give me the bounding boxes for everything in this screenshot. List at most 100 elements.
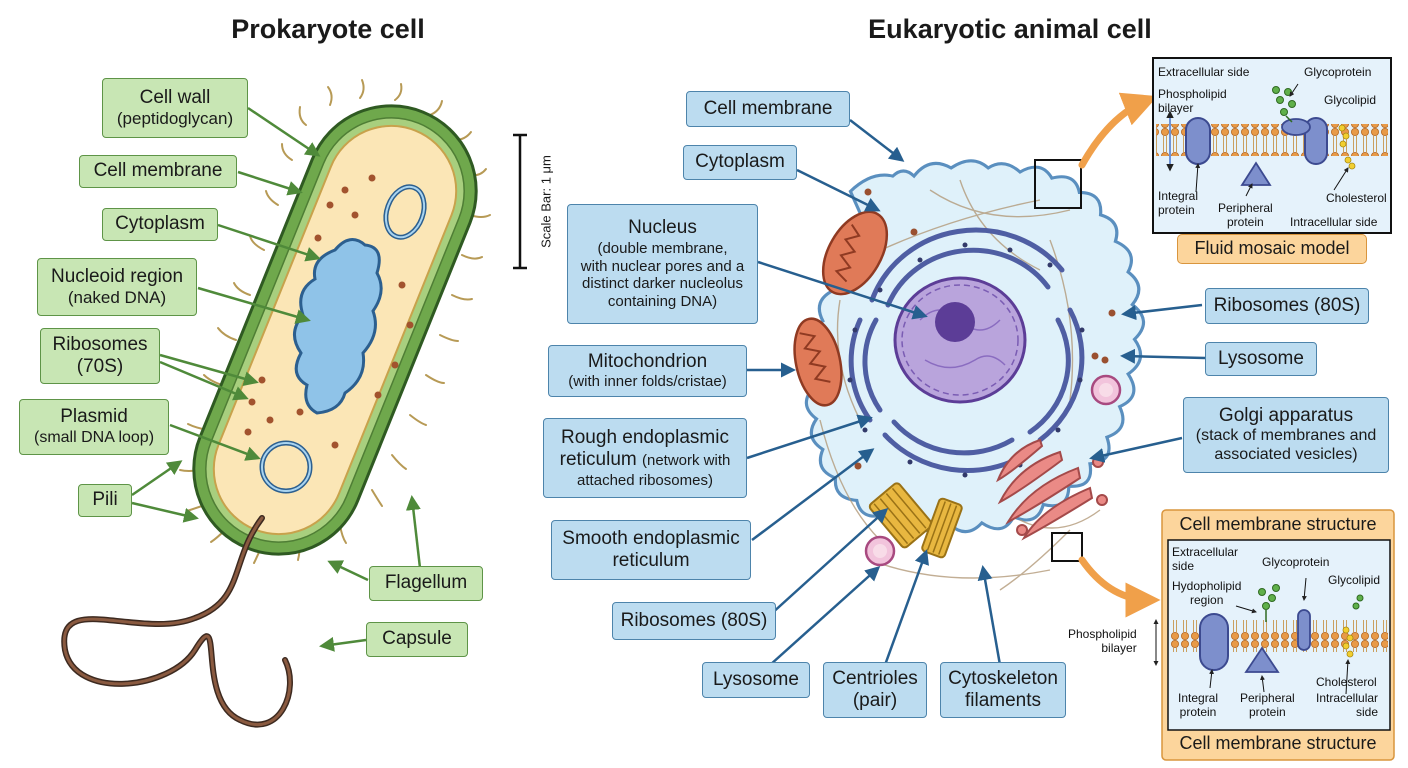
prokaryote-cell <box>61 79 491 728</box>
label-ribosomes-euk-left: Ribosomes (80S) <box>612 602 776 640</box>
label-lysosome-bottom: Lysosome <box>702 662 810 698</box>
label-nucleus-line4: distinct darker nucleolus <box>582 275 743 293</box>
label-rough-er: Rough endoplasmic reticulum (network wit… <box>543 418 747 498</box>
prokaryote-title: Prokaryote cell <box>231 14 425 44</box>
label-cell-wall-line2: (peptidoglycan) <box>116 109 234 129</box>
label-nucleus-line3: with nuclear pores and a <box>580 257 745 275</box>
label-cell-membrane-euk: Cell membrane <box>686 91 850 127</box>
inset-top-glycolipid: Glycolipid <box>1324 93 1377 107</box>
inset-top-phospholipid-line1: Phospholipid <box>1158 87 1227 101</box>
label-ribosomes-pro: Ribosomes (70S) <box>40 328 160 384</box>
prokaryote-arrows <box>131 106 422 652</box>
label-cytoplasm-euk: Cytoplasm <box>683 145 797 180</box>
label-nucleus-line2: (double membrane, <box>597 239 728 257</box>
label-mitochondrion-line2: (with inner folds/cristae) <box>568 373 727 391</box>
inset-top-graphic <box>1152 57 1392 234</box>
inset-top-phospholipid: Phospholipid bilayer <box>1158 87 1227 116</box>
inset-top-phospholipid-line2: bilayer <box>1158 100 1194 115</box>
label-cell-membrane-pro: Cell membrane <box>79 155 237 188</box>
inset-bottom-phospholipid-line2: bilayer <box>1101 640 1137 655</box>
centrioles <box>868 482 963 559</box>
inset-bottom-cholesterol: Cholesterol <box>1316 675 1377 689</box>
inset-bottom-hydro-line1: Hydopholipid <box>1172 579 1242 593</box>
mitochondrion-1 <box>821 210 889 296</box>
label-rough-er-line3: attached ribosomes) <box>577 471 713 489</box>
label-rough-er-line1: Rough endoplasmic <box>561 426 729 448</box>
inset-bottom-caption: Cell membrane structure <box>1179 733 1377 754</box>
label-centrioles: Centrioles (pair) <box>823 662 927 718</box>
inset-bottom-integral-line1: Integral <box>1178 691 1219 705</box>
golgi <box>996 438 1108 541</box>
inset-bottom-extracellular-line1: Extracellular <box>1172 545 1239 559</box>
label-golgi: Golgi apparatus (stack of membranes and … <box>1183 397 1389 473</box>
label-cytoskeleton-line2: filaments <box>964 690 1042 711</box>
label-smooth-er-line2: reticulum <box>612 550 690 571</box>
inset-top-integral: Integral protein <box>1158 189 1199 218</box>
inset-bottom-peripheral-line1: Peripheral <box>1240 691 1295 705</box>
inset-bottom-integral: Integral protein <box>1178 691 1219 720</box>
inset-bottom-phospholipid-line1: Phospholipid <box>1068 627 1137 641</box>
inset-top-intracellular: Intracellular side <box>1290 215 1378 229</box>
label-plasmid: Plasmid (small DNA loop) <box>19 399 169 455</box>
inset-top-peripheral-line2: protein <box>1227 214 1264 229</box>
label-golgi-line1: Golgi apparatus <box>1218 404 1354 426</box>
inset-bottom-peripheral-line2: protein <box>1249 704 1286 719</box>
label-nucleus: Nucleus (double membrane, with nuclear p… <box>567 204 758 324</box>
inset-bottom-glycoprotein: Glycoprotein <box>1262 555 1330 569</box>
label-rough-er-line2a: reticulum <box>559 449 637 471</box>
inset-bottom-hydro-line2: region <box>1190 592 1224 607</box>
label-rough-er-line2b: (network with <box>642 452 731 470</box>
inset-bottom-hydro: Hydopholipid region <box>1172 579 1242 608</box>
label-golgi-line2: (stack of membranes and <box>1195 427 1377 445</box>
eukaryote-title: Eukaryotic animal cell <box>868 14 1152 44</box>
label-mitochondrion-line1: Mitochondrion <box>587 350 708 372</box>
label-nucleus-line5: containing DNA) <box>607 292 718 310</box>
label-smooth-er-line1: Smooth endoplasmic <box>562 527 740 549</box>
inset-top-integral-line2: protein <box>1158 202 1195 217</box>
label-plasmid-line2: (small DNA loop) <box>33 428 155 446</box>
inset-top-extracellular: Extracellular side <box>1158 65 1250 79</box>
label-golgi-line3: associated vesicles) <box>1214 446 1358 464</box>
inset-top-caption: Fluid mosaic model <box>1177 234 1367 264</box>
inset-top-integral-line1: Integral <box>1158 189 1199 203</box>
label-centrioles-line1: Centrioles <box>832 667 918 689</box>
label-ribosomes-euk-right: Ribosomes (80S) <box>1205 288 1369 324</box>
inset-bottom-integral-line2: protein <box>1179 704 1217 719</box>
inset-bottom-peripheral: Peripheral protein <box>1240 691 1295 720</box>
label-smooth-er: Smooth endoplasmic reticulum <box>551 520 751 580</box>
label-nucleoid-line1: Nucleoid region <box>50 265 184 287</box>
label-nucleoid-line2: (naked DNA) <box>67 288 167 308</box>
scale-bar-label: Scale Bar: 1 μm <box>538 155 554 248</box>
inset-top-peripheral: Peripheral protein <box>1218 201 1273 230</box>
scale-bar <box>513 133 527 270</box>
label-cell-wall-line1: Cell wall <box>139 86 211 108</box>
label-ribosomes-pro-line2: (70S) <box>76 356 124 377</box>
label-pili: Pili <box>78 484 132 517</box>
inset-bottom-graphic <box>1153 509 1395 761</box>
label-lysosome-right: Lysosome <box>1205 342 1317 376</box>
inset-bottom-glycolipid: Glycolipid <box>1328 573 1381 587</box>
inset-top-peripheral-line1: Peripheral <box>1218 201 1273 215</box>
label-nucleus-line1: Nucleus <box>628 217 697 239</box>
inset-bottom-header: Cell membrane structure <box>1179 514 1377 535</box>
eukaryotic-cell <box>793 159 1146 591</box>
label-flagellum: Flagellum <box>369 566 483 601</box>
label-ribosomes-pro-line1: Ribosomes <box>52 333 148 355</box>
label-capsule: Capsule <box>366 622 468 657</box>
inset-bottom-intracellular-line1: Intracellular <box>1316 691 1379 705</box>
nucleolus <box>935 302 975 342</box>
eukaryote-arrows <box>746 119 1206 666</box>
label-cytoskeleton-line1: Cytoskeleton <box>948 667 1058 689</box>
inset-bottom-intracellular-line2: side <box>1356 704 1379 719</box>
inset-top-glycoprotein: Glycoprotein <box>1304 65 1372 79</box>
inset-bottom-intracellular: Intracellular side <box>1316 691 1379 720</box>
mitochondrion-2 <box>793 317 843 407</box>
inset-bottom-extracellular-line2: side <box>1172 558 1195 573</box>
inset-bottom-extracellular: Extracellular side <box>1172 545 1239 574</box>
label-plasmid-line1: Plasmid <box>60 406 128 428</box>
label-mitochondrion: Mitochondrion (with inner folds/cristae) <box>548 345 747 397</box>
inset-bottom-phospholipid: Phospholipid bilayer <box>1068 627 1137 656</box>
label-cytoskeleton: Cytoskeleton filaments <box>940 662 1066 718</box>
label-cytoplasm-pro: Cytoplasm <box>102 208 218 241</box>
